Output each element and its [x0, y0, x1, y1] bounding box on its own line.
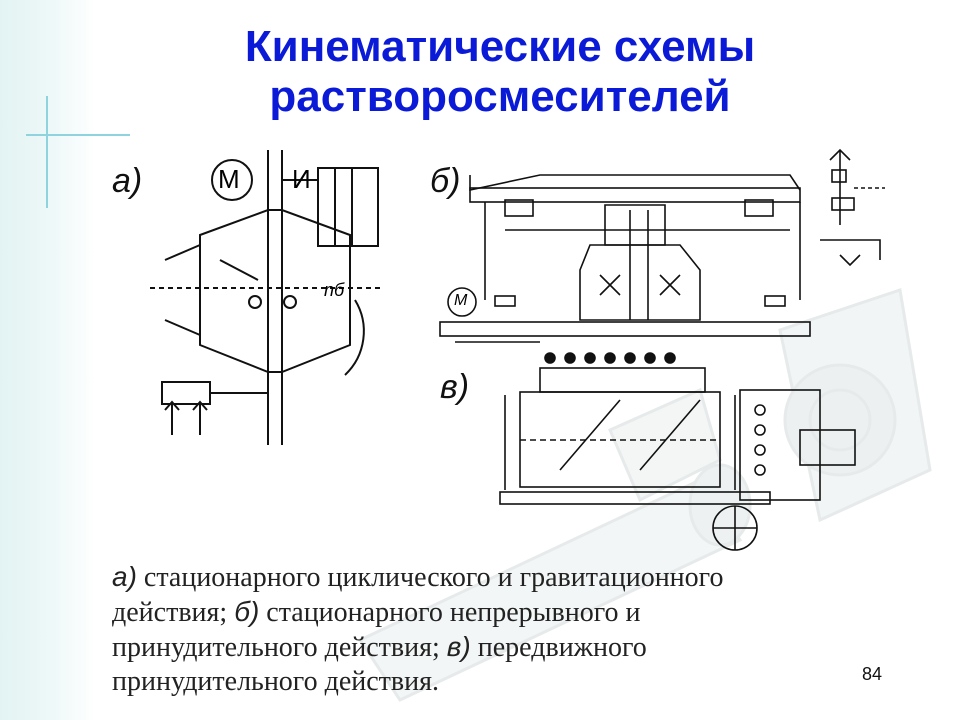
motor-symbol-a [211, 159, 253, 201]
caption-text-b: стационарного непрерывного и принудитель… [112, 597, 641, 663]
label-b: б) [430, 162, 461, 200]
caption-mark-v: в) [446, 631, 471, 662]
diagram-b-continuous-mixer [439, 148, 885, 343]
diagram-a-gravitational-mixer [150, 150, 380, 445]
motor-symbol-b [447, 287, 477, 317]
caption-mark-a: а) [112, 561, 137, 592]
motor-label-b: М [454, 292, 468, 309]
i-label: И [292, 164, 311, 194]
label-a: а) [112, 162, 143, 200]
rotation-label: nб [324, 280, 345, 300]
caption-mark-b: б) [234, 596, 260, 627]
decor-horizontal-line [26, 134, 130, 136]
caption-text-a: стационарного циклического и гравитацион… [112, 562, 724, 628]
caption-text-v: передвижного принудительного действия. [112, 632, 647, 697]
decor-vertical-line [46, 96, 48, 208]
label-v: в) [440, 368, 470, 406]
page-number: 84 [862, 664, 883, 684]
left-decor-band [0, 0, 96, 720]
motor-label-a: М [218, 164, 240, 194]
diagram-v-mobile-mixer [499, 352, 856, 551]
slide-title: Кинематические схемы растворосмесителей [244, 22, 756, 121]
caption-text: а) стационарного циклического и гравитац… [112, 560, 772, 699]
